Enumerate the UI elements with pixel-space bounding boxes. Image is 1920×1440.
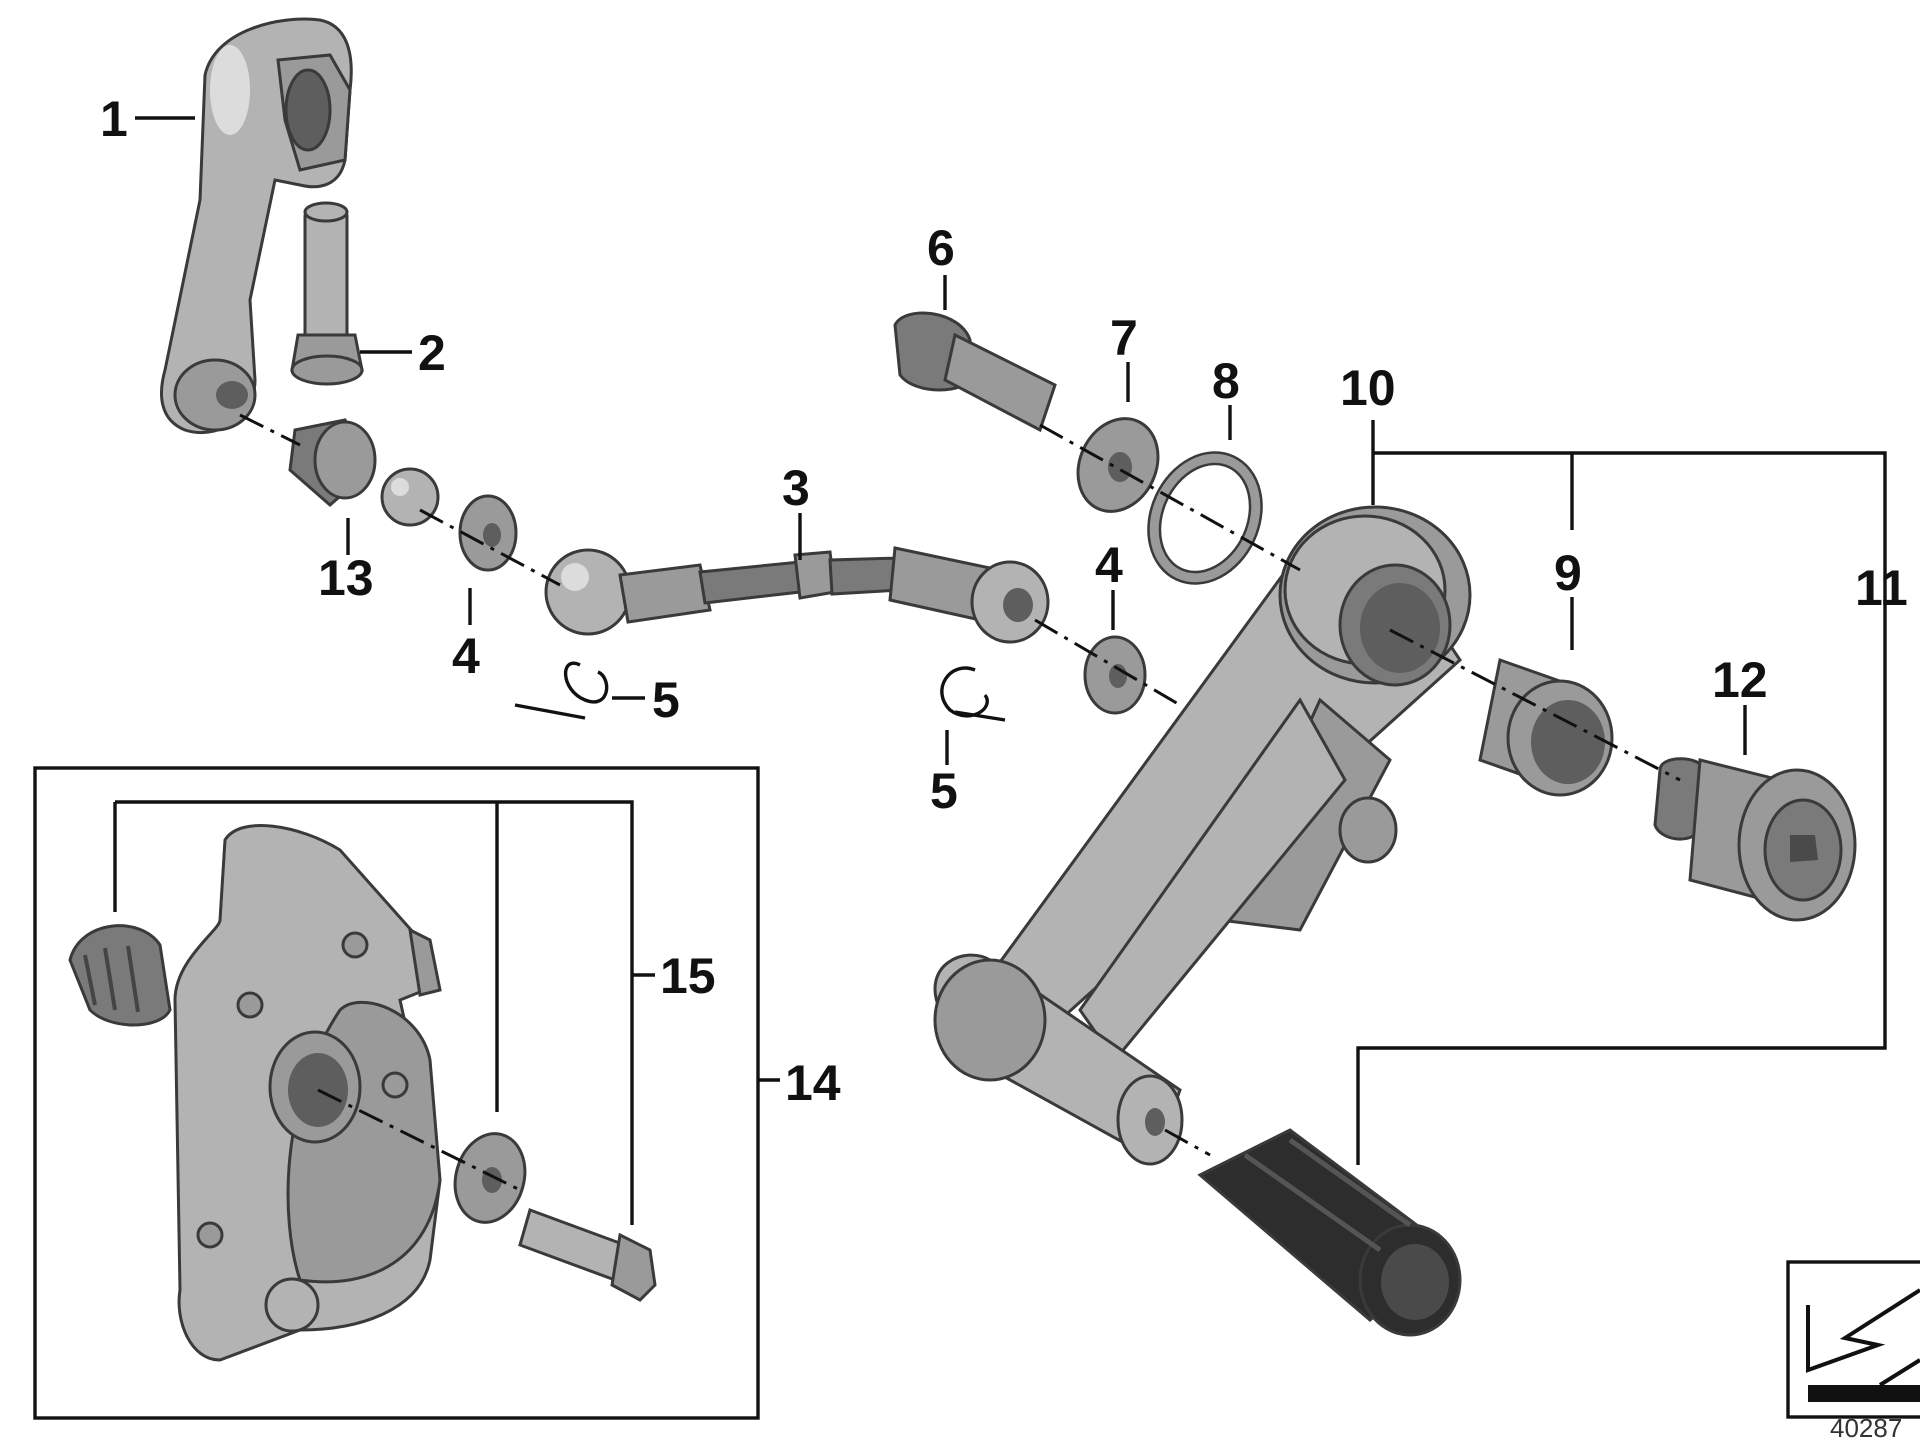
orientation-symbol <box>1786 1260 1920 1419</box>
part-4-washer-right[interactable] <box>1083 635 1147 715</box>
callout-7: 7 <box>1110 310 1138 366</box>
callout-12: 12 <box>1712 652 1768 708</box>
callout-4-right: 4 <box>1095 537 1123 593</box>
part-15-washer[interactable] <box>446 1126 535 1231</box>
callout-14: 14 <box>785 1055 841 1111</box>
callout-1: 1 <box>100 91 128 147</box>
callout-13: 13 <box>318 550 374 606</box>
part-1-shift-lever-arm[interactable] <box>160 17 353 435</box>
part-11-footpeg-rubber[interactable] <box>1197 1128 1462 1337</box>
callout-8: 8 <box>1212 353 1240 409</box>
part-15-sprocket[interactable] <box>68 924 172 1027</box>
callout-labels: 1 2 3 4 4 5 5 6 7 8 9 10 11 12 13 14 15 <box>100 91 1908 1111</box>
callout-2: 2 <box>418 325 446 381</box>
assembly-box-14 <box>33 766 760 1420</box>
callout-3: 3 <box>782 460 810 516</box>
callout-5-right: 5 <box>930 763 958 819</box>
part-9-bushing[interactable] <box>1478 658 1614 797</box>
callout-9: 9 <box>1554 545 1582 601</box>
part-13-ball-stud[interactable] <box>288 418 440 527</box>
callout-6: 6 <box>927 220 955 276</box>
callout-5-left: 5 <box>652 672 680 728</box>
part-8-seal-ring[interactable] <box>1135 442 1274 595</box>
callout-10: 10 <box>1340 360 1396 416</box>
part-5-circlip-right[interactable] <box>940 666 1006 722</box>
leader-lines <box>113 116 1887 1225</box>
callout-15: 15 <box>660 948 716 1004</box>
reference-number: 40287 <box>1830 1413 1902 1440</box>
part-4-washer-left[interactable] <box>458 494 518 572</box>
part-5-circlip-left[interactable] <box>514 661 609 720</box>
part-10-shift-lever[interactable] <box>933 505 1472 1166</box>
part-14-selector-housing[interactable] <box>173 824 442 1362</box>
assembly-axis-lines <box>239 413 1681 1192</box>
part-12-threaded-pin[interactable] <box>1653 757 1857 922</box>
part-15-bolt[interactable] <box>518 1208 657 1302</box>
part-6-pivot-bolt[interactable] <box>893 311 1057 433</box>
part-3-shift-rod[interactable] <box>544 546 1050 644</box>
part-2-bolt[interactable] <box>290 201 364 386</box>
callout-11: 11 <box>1855 560 1908 616</box>
callout-4-left: 4 <box>452 628 480 684</box>
